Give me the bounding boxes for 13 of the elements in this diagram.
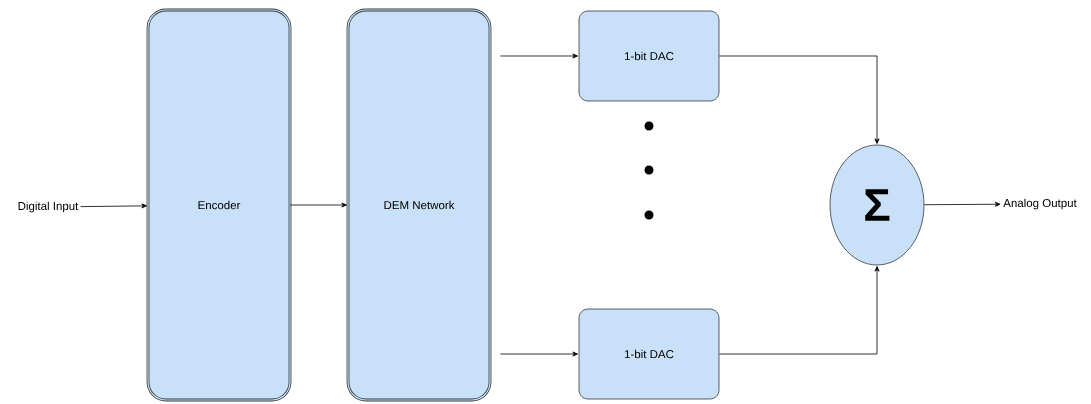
- arrow: [719, 266, 880, 355]
- process-box: Encoder: [146, 8, 292, 402]
- arrow: [924, 201, 1001, 207]
- arrow: [290, 202, 347, 208]
- text-label: Digital Input: [18, 201, 79, 213]
- arrow: [500, 53, 578, 59]
- arrow: [80, 203, 147, 209]
- dac-box: 1-bit DAC: [578, 308, 720, 400]
- arrow: [500, 351, 578, 357]
- arrow: [719, 55, 880, 144]
- text-label: Analog Output: [1003, 198, 1077, 210]
- dac-box: 1-bit DAC: [578, 10, 720, 102]
- process-box: DEM Network: [346, 8, 492, 402]
